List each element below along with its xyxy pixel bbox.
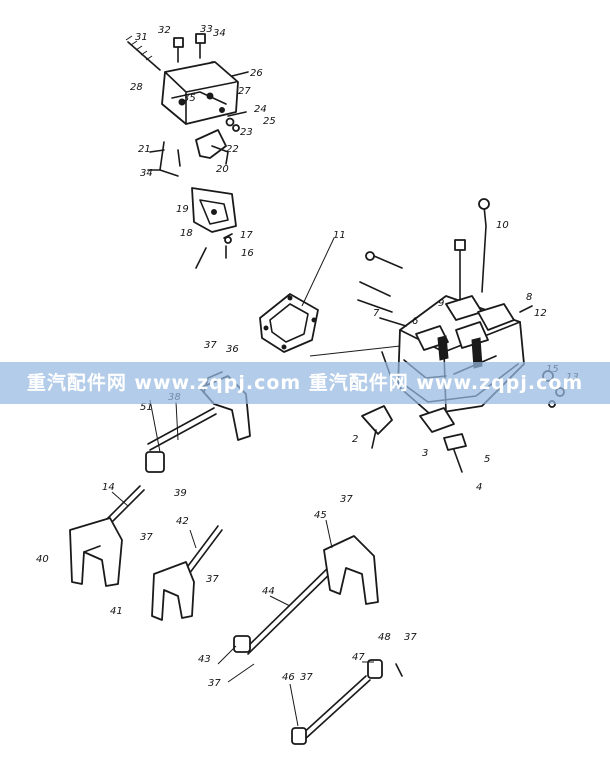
label-27: 27 — [238, 86, 251, 97]
label-2: 2 — [352, 434, 358, 445]
label-23: 23 — [240, 127, 253, 138]
label-35: 35 — [183, 93, 196, 104]
label-22: 22 — [226, 144, 239, 155]
label-51: 51 — [140, 402, 153, 413]
label-9: 9 — [438, 298, 444, 309]
label-40: 40 — [36, 554, 49, 565]
label-34-top: 34 — [213, 28, 226, 39]
label-19: 19 — [176, 204, 189, 215]
label-43: 43 — [198, 654, 211, 665]
label-28: 28 — [130, 82, 143, 93]
label-14: 14 — [102, 482, 115, 493]
label-20: 20 — [216, 164, 229, 175]
label-6: 6 — [412, 316, 418, 327]
label-3: 3 — [422, 448, 428, 459]
label-48: 48 — [378, 632, 391, 643]
label-12: 12 — [534, 308, 547, 319]
label-21: 21 — [138, 144, 151, 155]
label-16: 16 — [241, 248, 254, 259]
gasket-plate — [259, 237, 335, 353]
label-37-b: 37 — [140, 532, 153, 543]
label-32: 32 — [158, 25, 171, 36]
shift-fork-left — [69, 485, 145, 587]
label-5: 5 — [484, 454, 490, 465]
label-39: 39 — [174, 488, 187, 499]
label-17: 17 — [240, 230, 253, 241]
top-cover-assembly — [125, 33, 249, 269]
label-46: 46 — [282, 672, 295, 683]
shift-housing — [309, 198, 565, 473]
label-25: 25 — [263, 116, 276, 127]
label-7: 7 — [373, 308, 380, 319]
label-47: 47 — [352, 652, 365, 663]
label-45: 45 — [314, 510, 327, 521]
label-37-a: 37 — [204, 340, 217, 351]
label-41: 41 — [110, 606, 123, 617]
label-10: 10 — [496, 220, 509, 231]
shift-fork-right — [233, 535, 379, 655]
label-34: 34 — [140, 168, 153, 179]
label-11: 11 — [333, 230, 346, 241]
label-24: 24 — [254, 104, 267, 115]
label-42: 42 — [176, 516, 189, 527]
label-36: 36 — [226, 344, 239, 355]
label-37-d: 37 — [340, 494, 353, 505]
label-37-f: 37 — [300, 672, 313, 683]
label-8: 8 — [526, 292, 532, 303]
label-33: 33 — [200, 24, 213, 35]
watermark-banner: 重汽配件网 www.zqpj.com 重汽配件网 www.zqpj.com — [0, 362, 610, 404]
label-4: 4 — [476, 482, 482, 493]
watermark-text: 重汽配件网 www.zqpj.com 重汽配件网 www.zqpj.com — [26, 372, 584, 394]
shift-fork-middle — [151, 525, 223, 621]
leader-lines — [111, 399, 374, 727]
label-37-e: 37 — [208, 678, 221, 689]
label-44: 44 — [262, 586, 275, 597]
label-31: 31 — [135, 32, 148, 43]
label-18: 18 — [180, 228, 193, 239]
label-37-c: 37 — [206, 574, 219, 585]
label-37-g: 37 — [404, 632, 417, 643]
label-26: 26 — [250, 68, 263, 79]
shift-rod-bottom — [291, 659, 403, 745]
